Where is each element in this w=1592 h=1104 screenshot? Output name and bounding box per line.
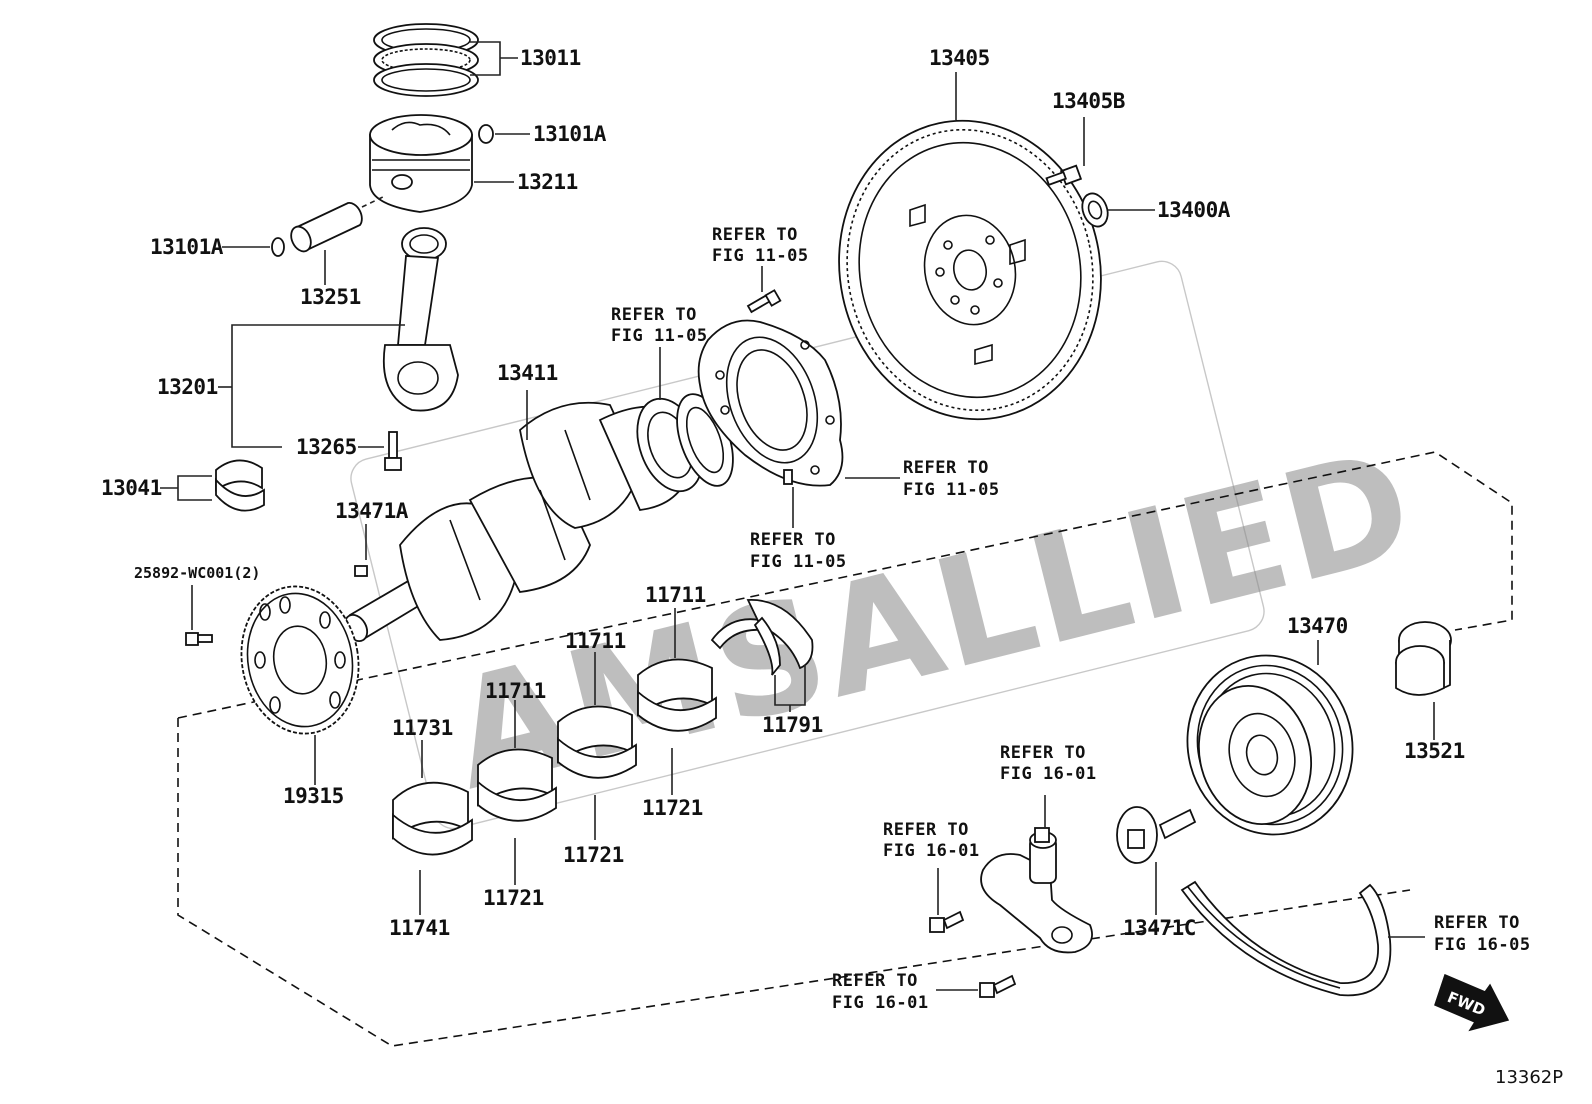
crankshaft-pulley: [1186, 654, 1354, 836]
label-13471A: 13471A: [335, 499, 409, 523]
svg-text:FIG 16-01: FIG 16-01: [1000, 764, 1097, 784]
piston-rings: [373, 23, 479, 97]
svg-text:FIG 16-01: FIG 16-01: [883, 841, 980, 861]
label-13041: 13041: [101, 476, 162, 500]
label-13101A-left: 13101A: [150, 235, 224, 259]
oil-seal-retainer: [697, 319, 844, 487]
ref-fig-11-05-left: REFER TO FIG 11-05: [611, 305, 708, 346]
label-13201: 13201: [157, 375, 218, 399]
pilot-bearing: [1081, 192, 1109, 228]
svg-text:REFER TO: REFER TO: [903, 458, 989, 478]
rotor-bolt: [185, 632, 213, 646]
piston-pin: [290, 202, 363, 253]
ref-fig-16-05: REFER TO FIG 16-05: [1434, 913, 1531, 955]
pulley-bolt: [1116, 806, 1197, 864]
svg-text:FIG 16-01: FIG 16-01: [832, 993, 929, 1013]
svg-text:REFER TO: REFER TO: [712, 225, 798, 245]
tensioner-bolt-1: [929, 910, 965, 933]
crankshaft-key: [354, 565, 368, 577]
svg-text:REFER TO: REFER TO: [1000, 743, 1086, 763]
piston-pin-clip-top: [478, 124, 494, 144]
label-13211: 13211: [517, 170, 578, 194]
v-ribbed-belt: [1180, 880, 1392, 997]
belt-tensioner: [980, 827, 1093, 954]
piston: [369, 114, 473, 213]
svg-text:REFER TO: REFER TO: [1434, 913, 1520, 933]
ref-fig-11-05-right: REFER TO FIG 11-05: [903, 458, 1000, 500]
tensioner-bolt-2: [979, 974, 1017, 998]
label-19315: 19315: [283, 784, 344, 808]
ref-fig-16-01-mid: REFER TO FIG 16-01: [883, 820, 980, 861]
svg-text:REFER TO: REFER TO: [832, 971, 918, 991]
svg-text:FIG 11-05: FIG 11-05: [750, 552, 847, 572]
thrust-washers: [710, 599, 814, 676]
label-11721-c: 11721: [642, 796, 703, 820]
main-bearing-4: [637, 658, 717, 732]
label-13251: 13251: [300, 285, 361, 309]
label-11731: 11731: [392, 716, 453, 740]
diagram-code: 13362P: [1495, 1067, 1563, 1088]
label-11741: 11741: [389, 916, 450, 940]
label-13265: 13265: [296, 435, 357, 459]
label-11711-a: 11711: [485, 679, 546, 703]
forward-arrow: FWD: [1434, 973, 1510, 1032]
crankshaft: [343, 397, 704, 643]
piston-pin-clip-left: [271, 237, 285, 257]
connecting-rod-bolt: [384, 431, 402, 471]
connecting-rod: [382, 227, 459, 412]
label-11721-a: 11721: [483, 886, 544, 910]
label-11721-b: 11721: [563, 843, 624, 867]
svg-text:REFER TO: REFER TO: [611, 305, 697, 325]
connecting-rod-bearing: [215, 459, 265, 512]
main-bearing-3: [557, 705, 637, 779]
label-11791: 11791: [762, 713, 823, 737]
dowel-pin: [783, 469, 793, 485]
main-bearing-1: [392, 781, 473, 856]
label-25892-WC001: 25892-WC001(2): [134, 564, 260, 582]
label-13405: 13405: [929, 46, 990, 70]
ref-fig-16-01-bot: REFER TO FIG 16-01: [832, 971, 929, 1013]
svg-text:FIG 11-05: FIG 11-05: [611, 326, 708, 346]
flywheel-bolt: [1045, 164, 1083, 186]
label-13470: 13470: [1287, 614, 1348, 638]
crankshaft-sprocket: [1395, 621, 1452, 696]
ref-fig-11-05-top: REFER TO FIG 11-05: [712, 225, 809, 266]
label-13411: 13411: [497, 361, 558, 385]
label-11711-b: 11711: [565, 629, 626, 653]
label-13471C: 13471C: [1123, 916, 1196, 940]
svg-text:REFER TO: REFER TO: [883, 820, 969, 840]
retainer-bolt: [746, 289, 782, 314]
main-bearing-2: [477, 748, 557, 822]
svg-text:FIG 16-05: FIG 16-05: [1434, 935, 1531, 955]
label-13521: 13521: [1404, 739, 1465, 763]
ref-fig-16-01-top: REFER TO FIG 16-01: [1000, 743, 1097, 784]
label-13101A-top: 13101A: [533, 122, 607, 146]
svg-text:FIG 11-05: FIG 11-05: [712, 246, 809, 266]
flywheel: [838, 119, 1102, 421]
svg-text:FIG 11-05: FIG 11-05: [903, 480, 1000, 500]
label-13405B: 13405B: [1052, 89, 1125, 113]
label-13011: 13011: [520, 46, 581, 70]
front-assembly-boundary: [177, 451, 1513, 1047]
label-13400A: 13400A: [1157, 198, 1231, 222]
label-11711-c: 11711: [645, 583, 706, 607]
ref-fig-11-05-mid: REFER TO FIG 11-05: [750, 530, 847, 572]
svg-text:REFER TO: REFER TO: [750, 530, 836, 550]
crankshaft-timing-rotor: [240, 585, 360, 735]
